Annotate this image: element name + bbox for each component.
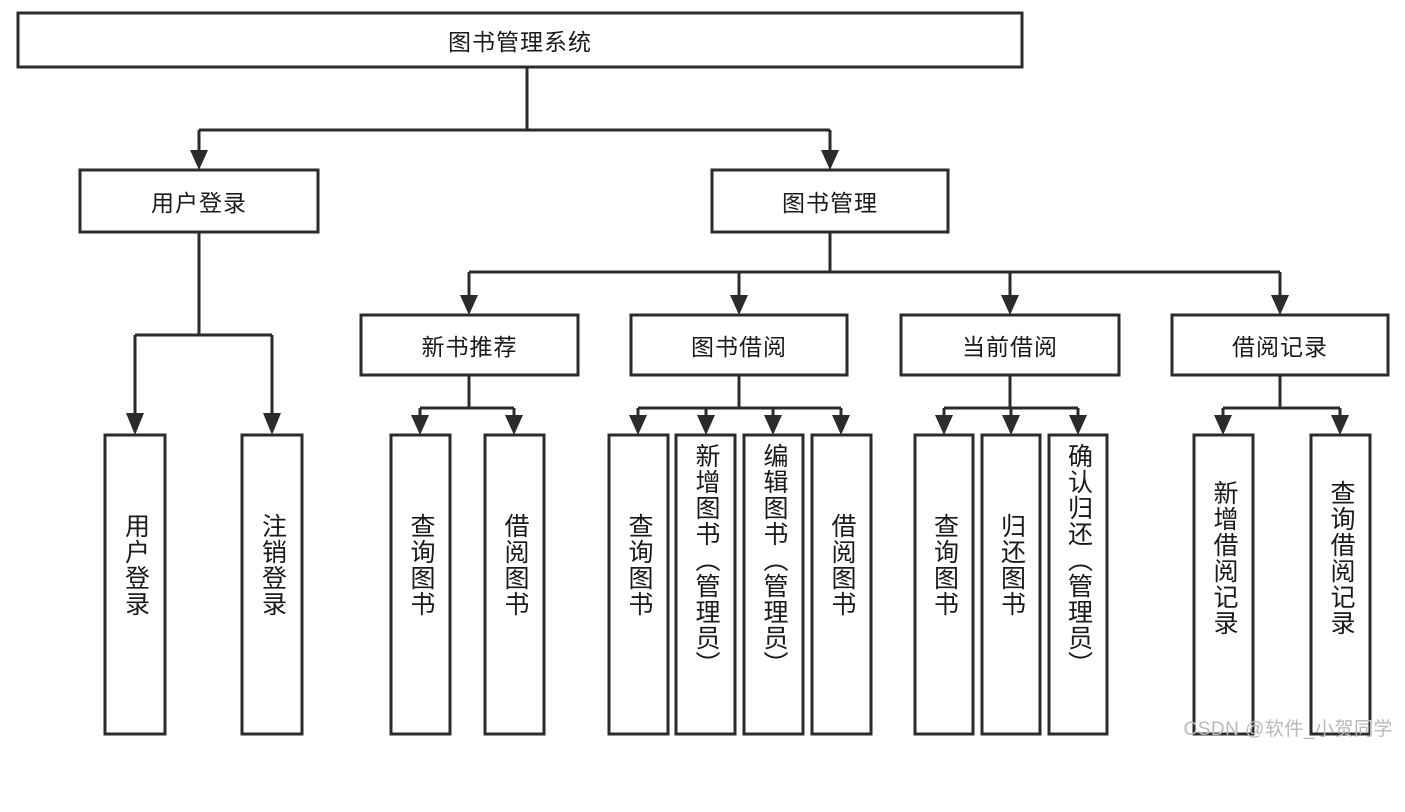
node-box-leaf-add-record[interactable] xyxy=(1192,433,1255,736)
arrow-head-user-login xyxy=(190,150,208,170)
node-box-borrow-record[interactable] xyxy=(1170,313,1390,377)
arrow-head-leaf-edit-book xyxy=(764,415,782,435)
node-box-leaf-query-book-2[interactable] xyxy=(607,433,670,736)
arrow-head-leaf-confirm-return xyxy=(1069,415,1087,435)
connector-group-borrow-record xyxy=(1214,375,1349,435)
node-box-user-login[interactable] xyxy=(78,168,320,234)
node-box-leaf-user-login[interactable] xyxy=(103,433,167,736)
connector-group-book-borrow xyxy=(629,375,850,435)
node-box-root[interactable] xyxy=(16,11,1024,69)
connector-group-book-manage xyxy=(460,232,1289,315)
connector-group-new-book-recommend xyxy=(411,375,523,435)
node-box-leaf-logout[interactable] xyxy=(240,433,304,736)
arrow-head-new-book-recommend xyxy=(460,295,478,315)
arrow-head-leaf-return-book xyxy=(1002,415,1020,435)
arrow-head-leaf-logout xyxy=(263,413,281,435)
node-box-book-manage[interactable] xyxy=(710,168,950,234)
node-box-book-borrow[interactable] xyxy=(629,313,849,377)
node-box-leaf-confirm-return[interactable] xyxy=(1047,433,1109,736)
connector-group-current-borrow xyxy=(935,375,1087,435)
node-box-leaf-query-record[interactable] xyxy=(1309,433,1372,736)
connector-group-root xyxy=(190,67,839,170)
node-box-leaf-query-book-1[interactable] xyxy=(389,433,452,736)
node-box-new-book-recommend[interactable] xyxy=(359,313,580,377)
node-box-leaf-edit-book[interactable] xyxy=(742,433,805,736)
arrow-head-leaf-query-book-1 xyxy=(411,415,429,435)
node-box-leaf-return-book[interactable] xyxy=(980,433,1042,736)
arrow-head-leaf-query-book-3 xyxy=(935,415,953,435)
arrow-head-leaf-user-login xyxy=(126,413,144,435)
arrow-head-book-borrow xyxy=(730,295,748,315)
arrow-head-leaf-add-book xyxy=(697,415,715,435)
arrow-head-leaf-borrow-book-1 xyxy=(505,415,523,435)
flowchart-svg xyxy=(16,11,1390,736)
arrow-head-leaf-query-record xyxy=(1331,415,1349,435)
arrow-head-leaf-add-record xyxy=(1214,415,1232,435)
arrow-head-leaf-query-book-2 xyxy=(629,415,647,435)
node-box-current-borrow[interactable] xyxy=(899,313,1121,377)
arrow-head-borrow-record xyxy=(1271,295,1289,315)
arrow-head-current-borrow xyxy=(1001,295,1019,315)
connector-group-user-login xyxy=(126,232,281,435)
arrow-head-leaf-borrow-book-2 xyxy=(832,415,850,435)
node-box-leaf-add-book[interactable] xyxy=(674,433,737,736)
node-box-leaf-borrow-book-2[interactable] xyxy=(810,433,873,736)
arrow-head-book-manage xyxy=(821,150,839,170)
node-box-leaf-borrow-book-1[interactable] xyxy=(483,433,546,736)
node-box-leaf-query-book-3[interactable] xyxy=(913,433,975,736)
flowchart-canvas: 图书管理系统 用户登录 图书管理 新书推荐 图书借阅 当前借阅 借阅记录 用户登… xyxy=(16,11,1392,740)
